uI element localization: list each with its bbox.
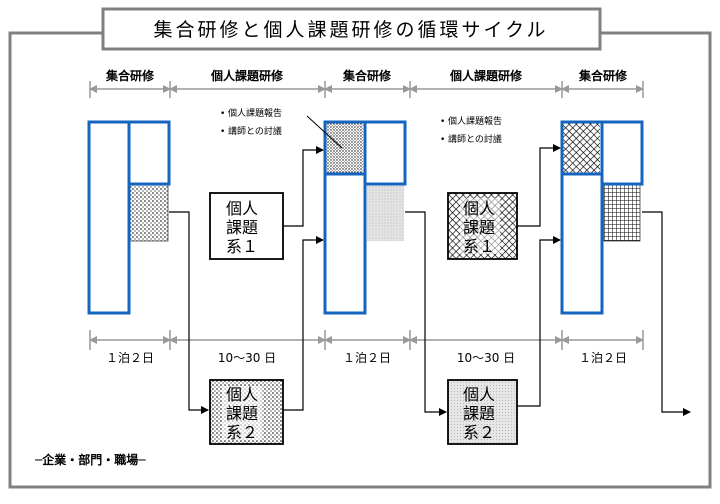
notes-2: • 個人課題報告 • 講師との討議 (440, 115, 502, 145)
task-box-4-char: 人 (479, 385, 495, 404)
phase-label-3: 集合研修 (342, 68, 392, 83)
task-box-3-char: 系 (463, 237, 479, 256)
task-box-2-char: 人 (242, 385, 258, 404)
task-box-4-char: 課 (463, 404, 479, 423)
note-report-1: 個人課題報告 (228, 107, 282, 119)
task-box-2-char: 個 (226, 385, 242, 404)
workplace-label: ─企業・部門・職場─ (34, 452, 146, 467)
notes-1: • 個人課題報告 • 講師との討議 (220, 107, 343, 149)
note-report-2: 個人課題報告 (448, 115, 502, 127)
phase-label-4: 個人課題研修 (449, 68, 523, 83)
phase-label-1: 集合研修 (105, 68, 155, 83)
task-box-1-char: 系 (226, 237, 242, 256)
page-title: 集合研修と個人課題研修の循環サイクル (153, 19, 548, 41)
duration-labels: １泊２日 10～30 日 １泊２日 10～30 日 １泊２日 (106, 351, 627, 365)
phase-label-2: 個人課題研修 (210, 68, 284, 83)
task-box-3: 個 人 課 題 系 １ (447, 192, 518, 260)
note-bullet: • (220, 127, 225, 137)
duration-label-2: 10～30 日 (218, 351, 276, 365)
task-box-1-char: １ (242, 237, 258, 256)
training-block-1 (87, 120, 171, 315)
task-box-4-char: 個 (463, 385, 479, 404)
task-box-3-char: 人 (479, 199, 495, 218)
note-discussion-2: 講師との討議 (448, 133, 502, 145)
phase-headers: 集合研修 個人課題研修 集合研修 個人課題研修 集合研修 (105, 68, 628, 83)
title-box: 集合研修と個人課題研修の循環サイクル (101, 7, 602, 51)
note-bullet: • (440, 117, 445, 127)
task-box-3-char: 題 (479, 218, 495, 237)
task-box-1-char: 課 (226, 218, 242, 237)
top-dimension-line (89, 81, 644, 98)
training-block-3 (560, 120, 644, 315)
task-box-4-char: ２ (479, 423, 495, 442)
task-box-1-char: 題 (242, 218, 258, 237)
task-box-1-char: 人 (242, 199, 258, 218)
note-bullet: • (440, 135, 445, 145)
duration-label-5: １泊２日 (579, 351, 627, 365)
task-box-2-char: ２ (242, 423, 258, 442)
note-bullet: • (220, 109, 225, 119)
task-box-3-char: １ (479, 237, 495, 256)
task-box-3-char: 課 (463, 218, 479, 237)
task-box-2: 個 人 課 題 系 ２ (209, 379, 284, 445)
task-box-2-char: 題 (242, 404, 258, 423)
outer-frame (8, 31, 712, 489)
bottom-dimension-line (89, 330, 644, 350)
task-box-4-char: 系 (463, 423, 479, 442)
task-box-4-char: 題 (479, 404, 495, 423)
task-box-1-char: 個 (226, 199, 242, 218)
task-box-1: 個 人 課 題 系 １ (209, 192, 284, 260)
task-box-2-char: 系 (226, 423, 242, 442)
flow-arrows (169, 144, 691, 416)
task-box-3-char: 個 (463, 199, 479, 218)
duration-label-1: １泊２日 (106, 351, 154, 365)
duration-label-4: 10～30 日 (457, 351, 515, 365)
training-block-2 (323, 120, 407, 315)
task-box-4: 個 人 課 題 系 ２ (447, 379, 518, 445)
duration-label-3: １泊２日 (343, 351, 391, 365)
note-discussion-1: 講師との討議 (228, 125, 282, 137)
task-box-2-char: 課 (226, 404, 242, 423)
phase-label-5: 集合研修 (578, 68, 628, 83)
